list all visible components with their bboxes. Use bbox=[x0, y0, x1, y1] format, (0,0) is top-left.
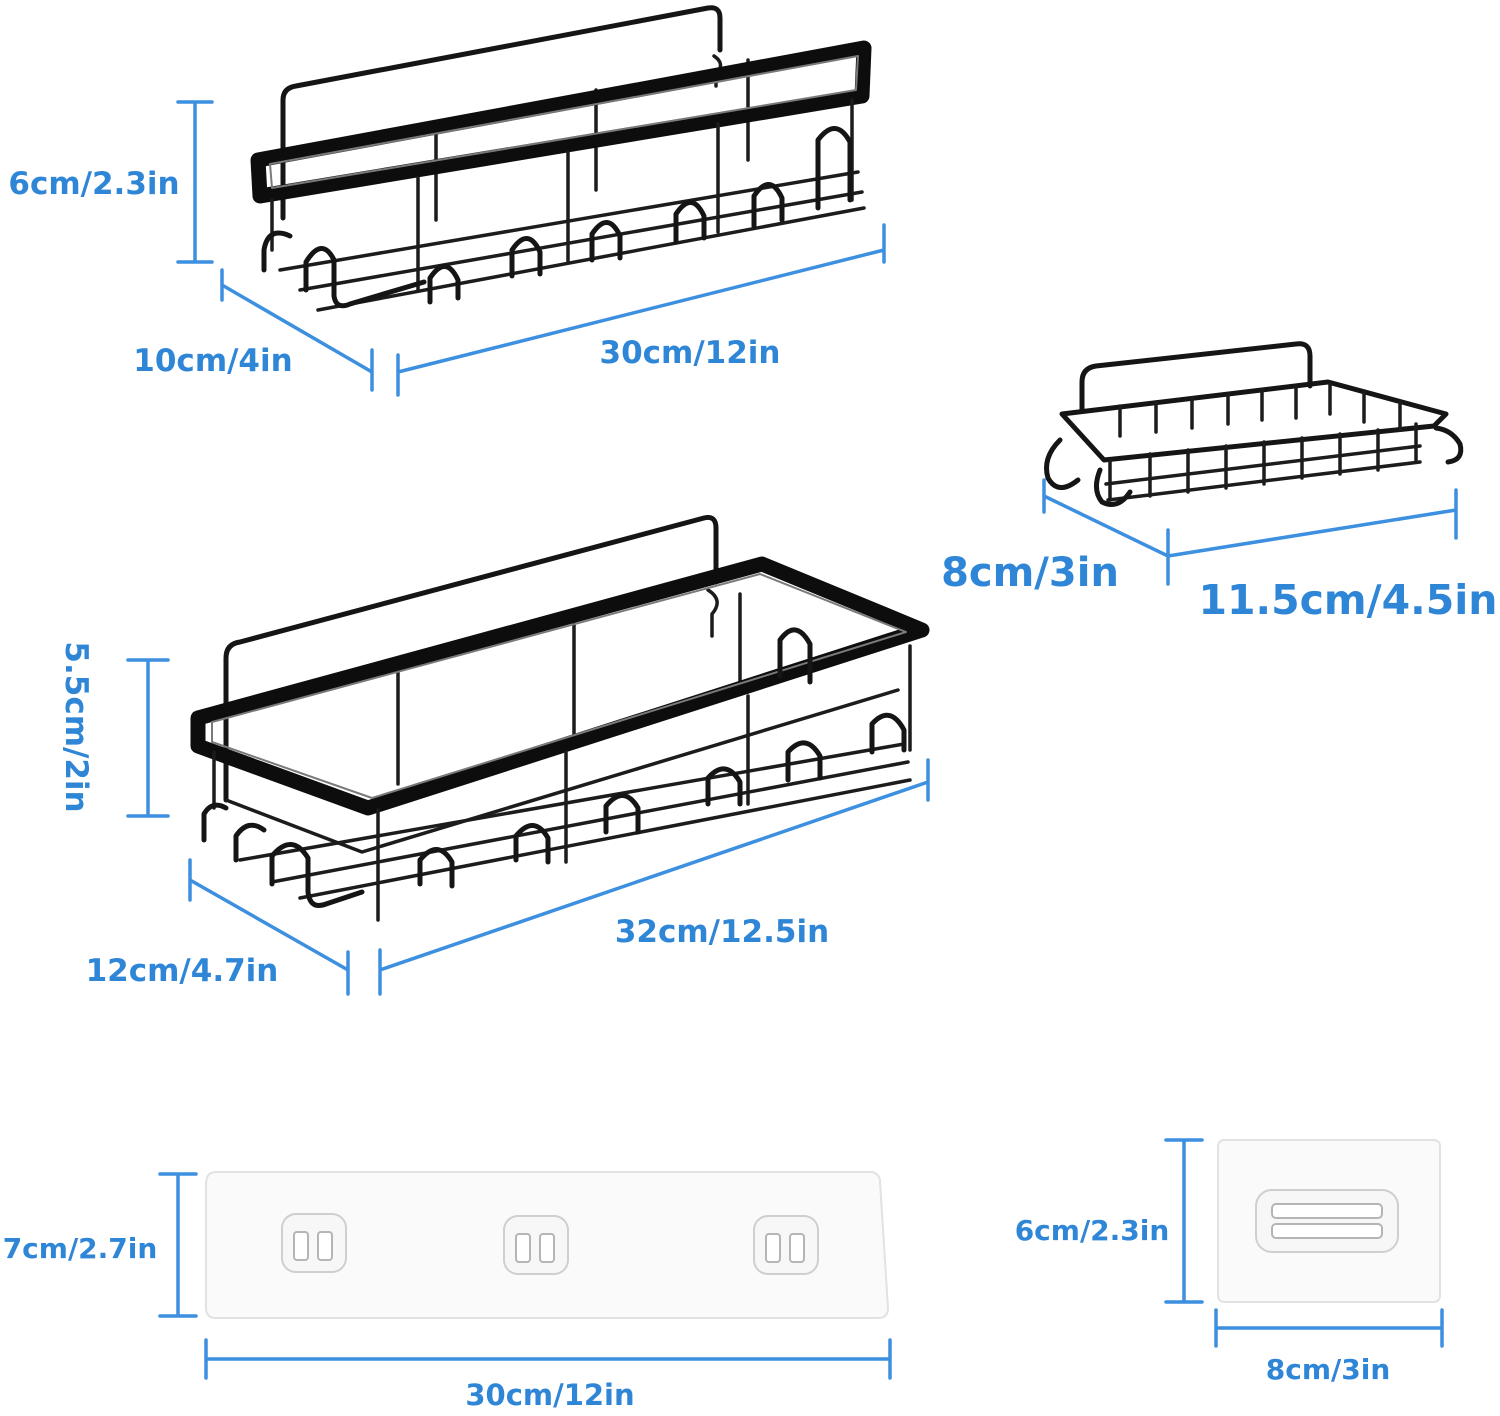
basket-middle-width-label: 32cm/12.5in bbox=[615, 914, 829, 950]
adhesive-square-height-label: 6cm/2.3in bbox=[1015, 1214, 1170, 1247]
basket-soap-rim bbox=[1059, 379, 1449, 463]
basket-top-width-dimension bbox=[396, 223, 886, 397]
basket-top-rim bbox=[250, 40, 872, 204]
basket-soap-depth-label: 8cm/3in bbox=[941, 550, 1119, 596]
basket-large-middle: 5.5cm/2in 12cm/4.7in 32cm/12.5in bbox=[58, 515, 930, 996]
adhesive-strip-height-dimension bbox=[158, 1172, 198, 1318]
basket-top-back-bar bbox=[280, 5, 723, 221]
basket-middle-height-label: 5.5cm/2in bbox=[58, 641, 94, 812]
adhesive-strip-height-label: 7cm/2.7in bbox=[3, 1232, 158, 1265]
adhesive-strip: 7cm/2.7in 30cm/12in bbox=[3, 1171, 892, 1412]
adhesive-strip-hook-1 bbox=[281, 1213, 347, 1273]
adhesive-strip-width-label: 30cm/12in bbox=[465, 1378, 634, 1411]
basket-middle-depth-label: 12cm/4.7in bbox=[86, 953, 279, 989]
adhesive-square-width-label: 8cm/3in bbox=[1266, 1353, 1391, 1386]
basket-top-depth-dimension bbox=[220, 268, 374, 392]
basket-middle-height-dimension bbox=[126, 658, 170, 818]
basket-large-top: 6cm/2.3in 10cm/4in 30cm/12in bbox=[8, 5, 886, 397]
adhesive-square: 6cm/2.3in 8cm/3in bbox=[1015, 1138, 1444, 1386]
basket-top-width-label: 30cm/12in bbox=[600, 335, 781, 371]
basket-middle-depth-dimension bbox=[188, 858, 350, 996]
adhesive-square-hook bbox=[1255, 1189, 1399, 1253]
basket-middle-width-dimension bbox=[378, 758, 930, 996]
basket-middle-rim bbox=[190, 556, 930, 816]
adhesive-square-width-dimension bbox=[1214, 1308, 1444, 1348]
basket-middle-back-bar bbox=[223, 515, 719, 803]
basket-top-height-dimension bbox=[176, 100, 214, 264]
basket-top-depth-label: 10cm/4in bbox=[133, 343, 292, 379]
adhesive-strip-hook-2 bbox=[503, 1215, 569, 1275]
basket-soap-width-label: 11.5cm/4.5in bbox=[1198, 576, 1497, 624]
basket-soap: 8cm/3in 11.5cm/4.5in bbox=[941, 341, 1498, 624]
basket-soap-width-dimension bbox=[1166, 488, 1458, 558]
basket-top-height-label: 6cm/2.3in bbox=[8, 166, 179, 202]
basket-soap-back-bar bbox=[1079, 341, 1313, 413]
adhesive-strip-hook-3 bbox=[753, 1215, 819, 1275]
adhesive-square-height-dimension bbox=[1164, 1138, 1204, 1304]
adhesive-strip-width-dimension bbox=[204, 1338, 892, 1380]
